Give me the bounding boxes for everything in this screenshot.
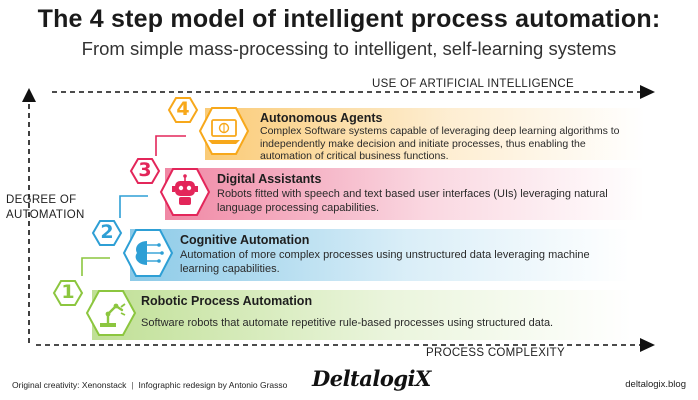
axis-label-line: DEGREE OF <box>6 194 77 206</box>
step-2-description: Automation of more complex processes usi… <box>180 249 590 275</box>
step-4-description: Complex Software systems capable of leve… <box>260 125 620 162</box>
robot-head-icon <box>159 168 211 216</box>
staircase-connectors <box>81 135 186 276</box>
step-1-description: Software robots that automate repetitive… <box>141 317 554 329</box>
bottom-axis <box>36 338 655 352</box>
top-axis <box>52 85 655 99</box>
laptop-brain-icon <box>198 107 250 155</box>
right-arrow-icon <box>640 85 655 99</box>
step-4-band <box>205 108 645 160</box>
deltalogix-logo: DeltalogiX <box>312 366 431 391</box>
website-link[interactable]: deltalogix.blog <box>625 379 686 390</box>
step-2-title: Cognitive Automation <box>180 233 310 247</box>
original-credit: Original creativity: Xenonstack <box>12 380 127 390</box>
step-1-band <box>92 290 632 340</box>
step-2-band <box>130 229 630 281</box>
footer-credits: Original creativity: Xenonstack | Infograp… <box>12 380 287 390</box>
step-1-title: Robotic Process Automation <box>141 294 313 308</box>
divider: | <box>131 380 134 390</box>
redesign-credit: Infographic redesign by Antonio Grasso <box>138 380 288 390</box>
step-3-number: 3 <box>138 159 152 181</box>
step-3-description: Robots fitted with speech and text based… <box>217 188 608 214</box>
step-3-badge <box>129 158 161 184</box>
page-subtitle: From simple mass-processing to intellige… <box>81 38 617 59</box>
brain-circuit-icon <box>122 229 174 277</box>
right-arrow-icon <box>640 338 655 352</box>
step-1-number: 1 <box>61 281 75 303</box>
step-4-number: 4 <box>176 98 190 120</box>
step-4-title: Autonomous Agents <box>260 111 383 125</box>
page-title: The 4 step model of intelligent process … <box>37 5 661 33</box>
step-2-badge <box>91 220 123 246</box>
step-1-badge <box>52 280 84 306</box>
robotic-arm-icon <box>85 290 137 336</box>
process-complexity-axis-label: PROCESS COMPLEXITY <box>426 347 565 359</box>
step-4-badge <box>167 97 199 123</box>
step-2-number: 2 <box>100 221 114 243</box>
vertical-axis <box>22 88 36 343</box>
axis-label-line: AUTOMATION <box>6 209 85 221</box>
step-3-title: Digital Assistants <box>217 172 322 186</box>
ai-usage-axis-label: USE OF ARTIFICIAL INTELLIGENCE <box>372 78 574 90</box>
up-arrow-icon <box>22 88 36 102</box>
step-3-band <box>165 168 645 220</box>
degree-of-automation-axis-label: DEGREE OF AUTOMATION <box>6 193 85 223</box>
